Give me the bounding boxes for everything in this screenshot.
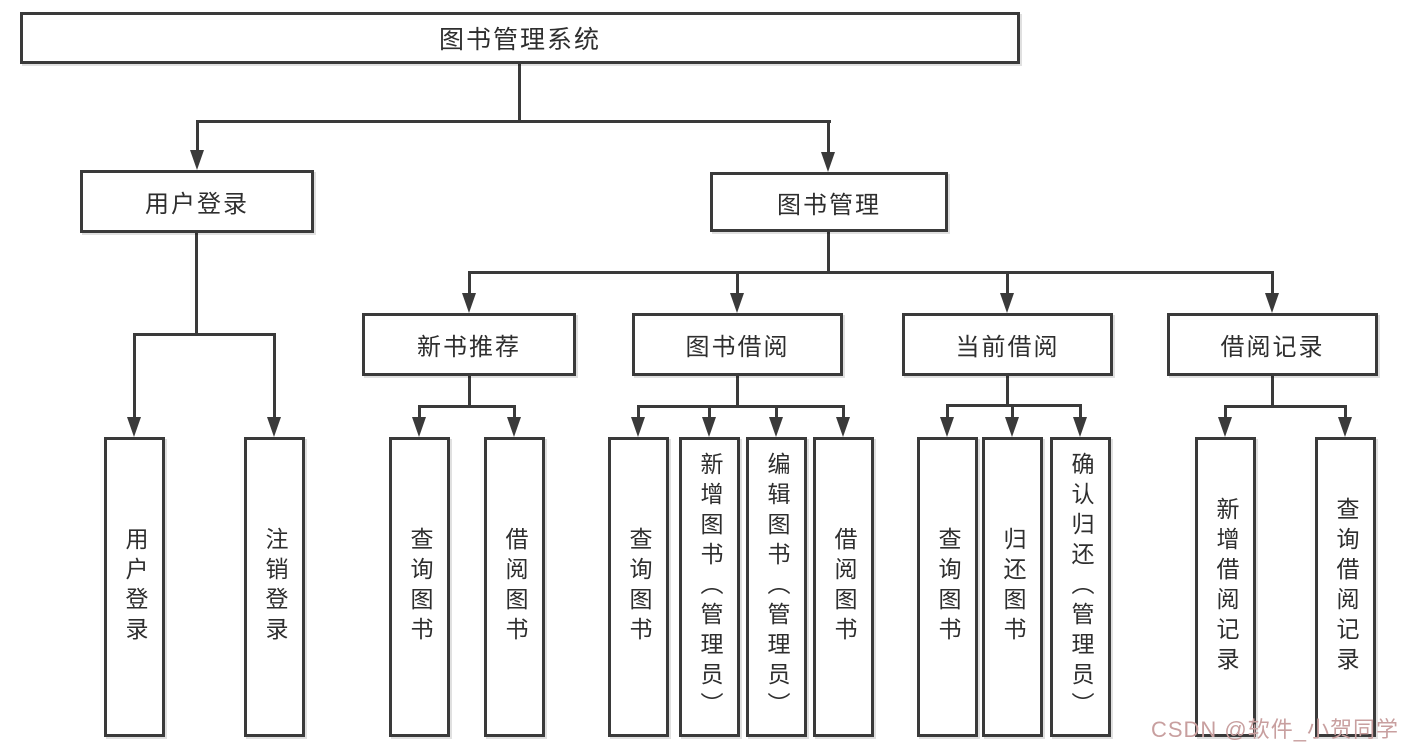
leaf-query-books: 查询图书 bbox=[389, 437, 450, 737]
connector-line bbox=[1271, 271, 1274, 295]
connector-line bbox=[736, 271, 739, 295]
connector-line bbox=[1079, 404, 1082, 419]
node-current-borrowing: 当前借阅 bbox=[902, 313, 1113, 376]
connector-line bbox=[946, 404, 949, 419]
node-label: 用户登录 bbox=[122, 527, 148, 647]
leaf-add-books-admin: 新增图书（管理员） bbox=[679, 437, 740, 737]
node-label: 图书管理 bbox=[777, 191, 881, 219]
leaf-borrow-books: 借阅图书 bbox=[813, 437, 874, 737]
connector-line bbox=[418, 405, 421, 419]
arrow-down-icon bbox=[769, 417, 783, 437]
arrow-down-icon bbox=[940, 417, 954, 437]
connector-line bbox=[775, 405, 778, 419]
connector-line bbox=[827, 231, 830, 273]
node-label: 查询图书 bbox=[626, 527, 652, 647]
connector-line bbox=[1271, 375, 1274, 408]
arrow-down-icon bbox=[1073, 417, 1087, 437]
node-user-login: 用户登录 bbox=[80, 170, 314, 233]
node-label: 注销登录 bbox=[262, 527, 288, 647]
connector-line bbox=[1011, 404, 1014, 419]
leaf-query-books: 查询图书 bbox=[917, 437, 978, 737]
connector-line bbox=[1344, 405, 1347, 419]
connector-line bbox=[513, 405, 516, 419]
node-label: 用户登录 bbox=[145, 191, 249, 218]
arrow-down-icon bbox=[412, 417, 426, 437]
arrow-down-icon bbox=[267, 417, 281, 437]
arrow-down-icon bbox=[836, 417, 850, 437]
csdn-watermark: CSDN @软件_小贺同学 bbox=[1150, 717, 1399, 742]
connector-line bbox=[842, 405, 845, 419]
connector-line bbox=[196, 120, 831, 123]
connector-line bbox=[827, 120, 830, 154]
node-label: 借阅图书 bbox=[502, 527, 528, 647]
arrow-down-icon bbox=[507, 417, 521, 437]
arrow-down-icon bbox=[702, 417, 716, 437]
connector-line bbox=[1224, 405, 1227, 419]
connector-line bbox=[1006, 271, 1009, 295]
leaf-user-login: 用户登录 bbox=[104, 437, 165, 737]
node-new-book-recommendation: 新书推荐 bbox=[362, 313, 576, 376]
arrow-down-icon bbox=[462, 293, 476, 313]
node-label: 确认归还（管理员） bbox=[1068, 452, 1094, 722]
leaf-edit-books-admin: 编辑图书（管理员） bbox=[746, 437, 807, 737]
connector-line bbox=[273, 333, 276, 418]
connector-line bbox=[196, 120, 199, 152]
connector-line bbox=[195, 232, 198, 335]
node-label: 编辑图书（管理员） bbox=[764, 452, 790, 722]
connector-line bbox=[708, 405, 711, 419]
arrow-down-icon bbox=[1265, 293, 1279, 313]
connector-line bbox=[418, 405, 516, 408]
connector-line bbox=[1006, 375, 1009, 406]
arrow-down-icon bbox=[1000, 293, 1014, 313]
connector-line bbox=[1224, 405, 1347, 408]
leaf-logout: 注销登录 bbox=[244, 437, 305, 737]
node-book-borrowing: 图书借阅 bbox=[632, 313, 843, 376]
arrow-down-icon bbox=[730, 293, 744, 313]
arrow-down-icon bbox=[1338, 417, 1352, 437]
leaf-query-borrow-record: 查询借阅记录 bbox=[1315, 437, 1376, 737]
node-label: 图书借阅 bbox=[685, 334, 790, 361]
node-label: 查询借阅记录 bbox=[1333, 497, 1359, 677]
leaf-query-books: 查询图书 bbox=[608, 437, 669, 737]
connector-line bbox=[468, 375, 471, 408]
node-label: 当前借阅 bbox=[955, 334, 1060, 361]
node-library-management-system: 图书管理系统 bbox=[20, 12, 1020, 64]
arrow-down-icon bbox=[631, 417, 645, 437]
node-label: 新增借阅记录 bbox=[1213, 497, 1239, 677]
leaf-return-books: 归还图书 bbox=[982, 437, 1043, 737]
node-label: 图书管理系统 bbox=[438, 26, 601, 54]
node-label: 新书推荐 bbox=[417, 334, 521, 361]
node-label: 借阅记录 bbox=[1220, 334, 1325, 361]
node-borrowing-records: 借阅记录 bbox=[1167, 313, 1378, 376]
connector-line bbox=[133, 333, 136, 418]
connector-line bbox=[946, 404, 1082, 407]
arrow-down-icon bbox=[190, 150, 204, 170]
node-label: 查询图书 bbox=[935, 527, 961, 647]
arrow-down-icon bbox=[1218, 417, 1232, 437]
connector-line bbox=[637, 405, 640, 419]
node-label: 借阅图书 bbox=[831, 527, 857, 647]
arrow-down-icon bbox=[821, 152, 835, 172]
arrow-down-icon bbox=[1005, 417, 1019, 437]
leaf-confirm-return-admin: 确认归还（管理员） bbox=[1050, 437, 1111, 737]
connector-line bbox=[133, 333, 276, 336]
leaf-add-borrow-record: 新增借阅记录 bbox=[1195, 437, 1256, 737]
connector-line bbox=[518, 64, 521, 122]
node-label: 新增图书（管理员） bbox=[697, 452, 723, 722]
connector-line bbox=[468, 271, 471, 295]
connector-line bbox=[637, 405, 845, 408]
node-book-management: 图书管理 bbox=[710, 172, 948, 232]
connector-line bbox=[736, 375, 739, 408]
node-label: 归还图书 bbox=[1000, 527, 1026, 647]
leaf-borrow-books: 借阅图书 bbox=[484, 437, 545, 737]
arrow-down-icon bbox=[127, 417, 141, 437]
connector-line bbox=[468, 271, 1274, 274]
node-label: 查询图书 bbox=[407, 527, 433, 647]
